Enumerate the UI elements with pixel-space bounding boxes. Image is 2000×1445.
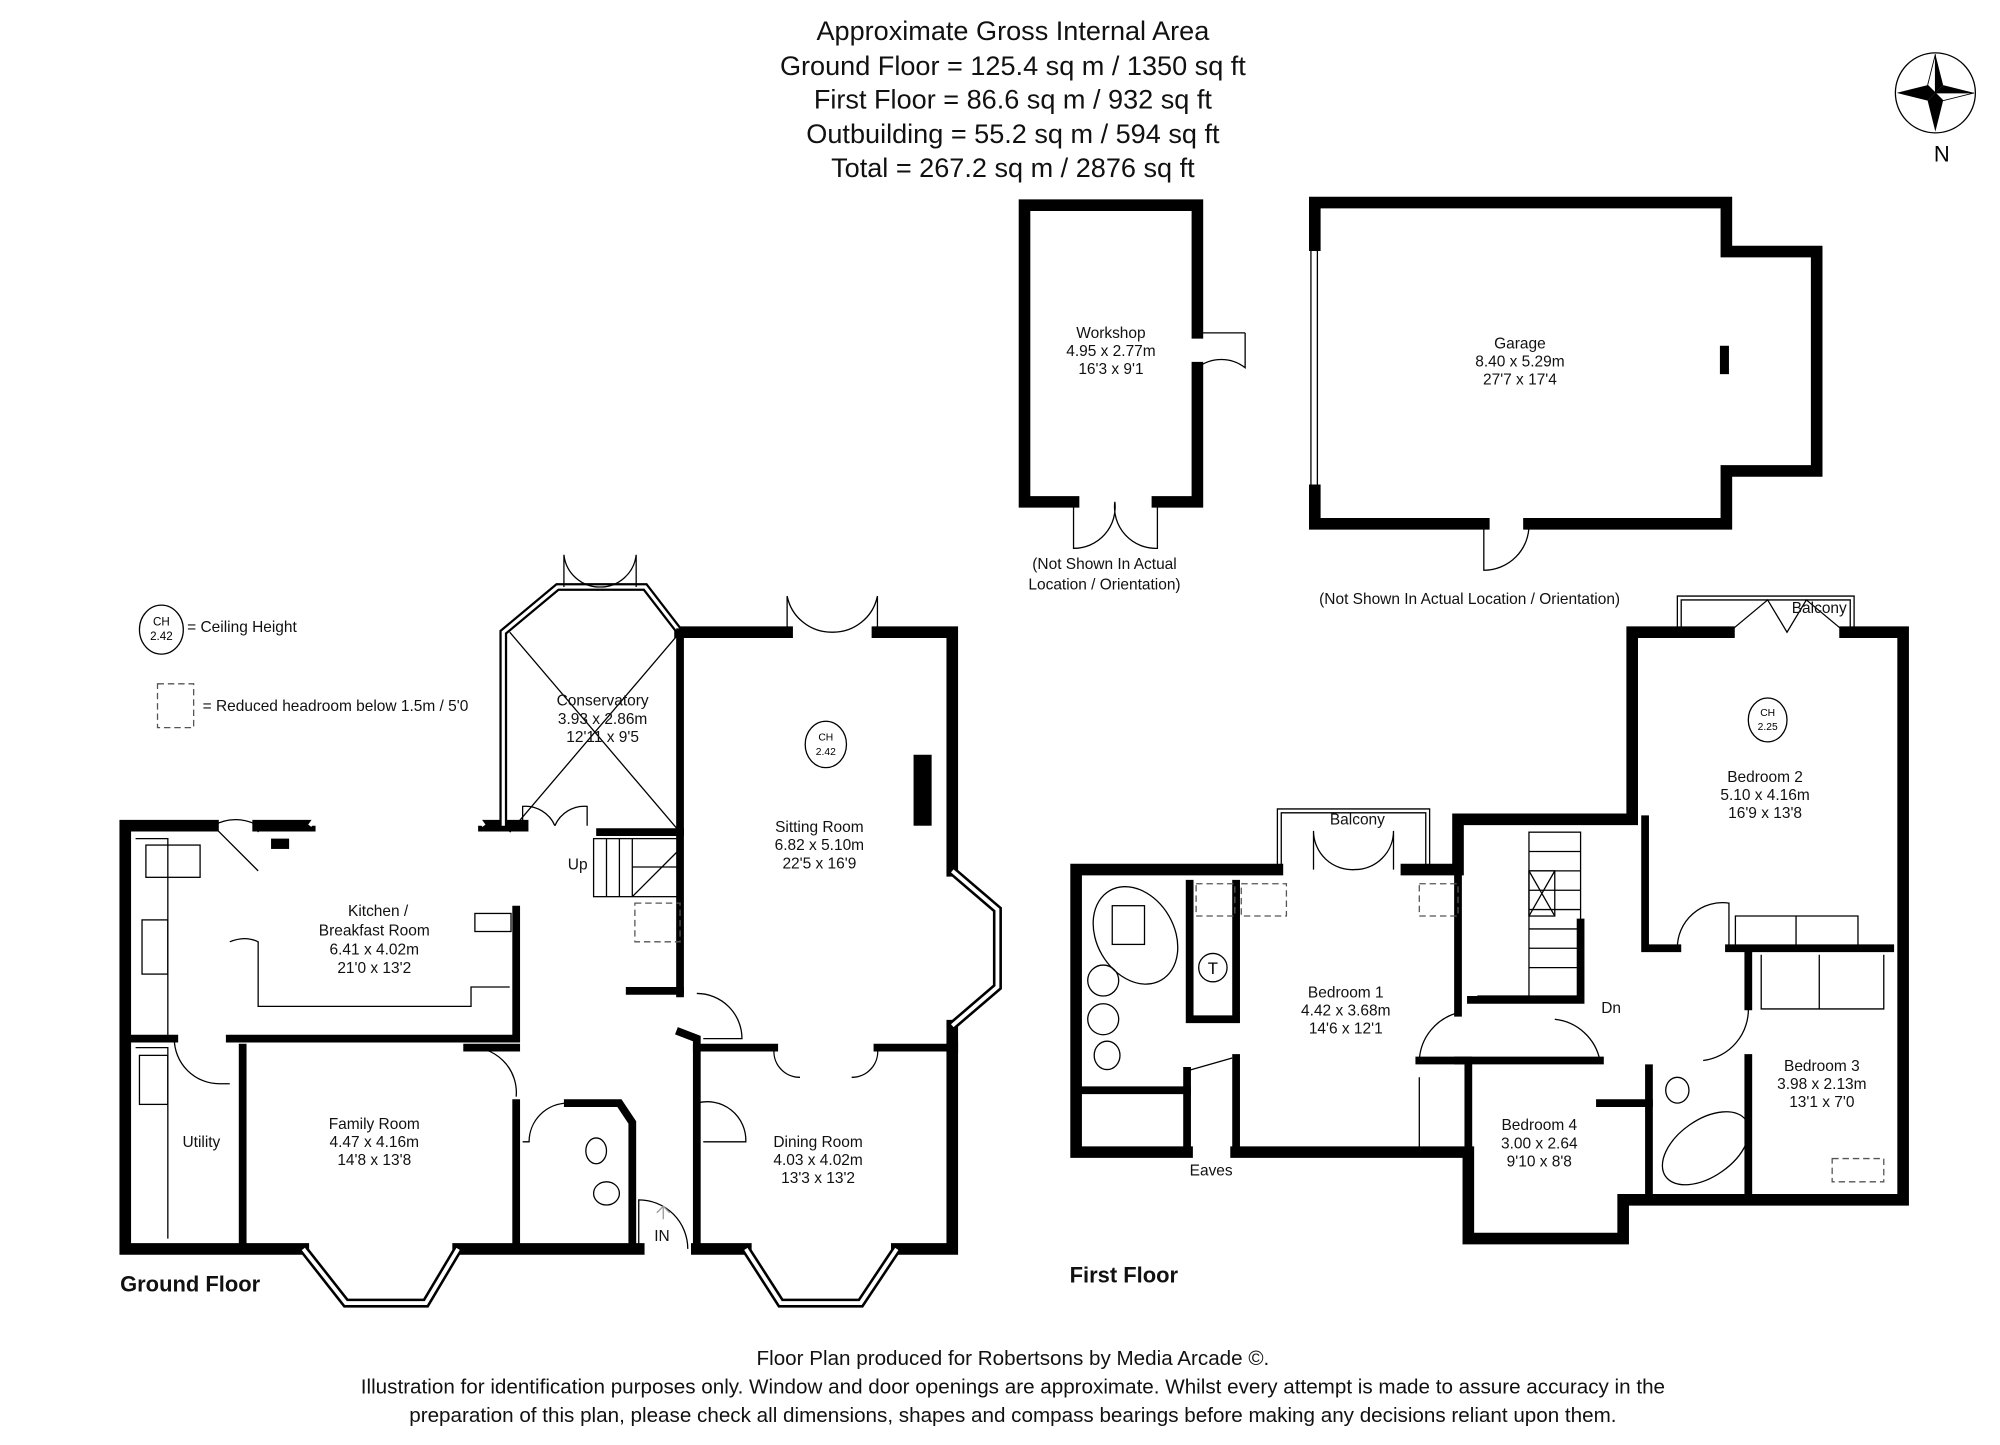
room-name-utility: Utility (182, 1134, 220, 1151)
room-name-bedroom-4: Bedroom 4 (1501, 1117, 1577, 1134)
garage-plan: Garage 8.40 x 5.29m 27'7 x 17'4 (Not Sho… (1308, 196, 1823, 608)
first-floor-stairs (1477, 831, 1582, 998)
ch-label: CH (818, 733, 833, 744)
legend-ch-value: 2.42 (150, 630, 173, 643)
room-size-imperial-conservatory: 12'11 x 9'5 (566, 729, 639, 746)
room-size-metric-bedroom-2: 5.10 x 4.16m (1720, 787, 1809, 804)
ground-stairs (592, 837, 681, 943)
area-title: Approximate Gross Internal Area (816, 15, 1210, 46)
room-size-imperial-bedroom-4: 9'10 x 8'8 (1507, 1153, 1572, 1170)
room-name-dining-room: Dining Room (773, 1134, 862, 1151)
workshop-note: (Not Shown In Actual (1032, 556, 1176, 573)
area-summary: Approximate Gross Internal Area Ground F… (780, 15, 1246, 183)
room-size-imperial-dining-room: 13'3 x 13'2 (781, 1170, 855, 1187)
ceiling-height-badge-bedroom-2 (1747, 697, 1788, 743)
ground-floor-title: Ground Floor (120, 1271, 260, 1296)
stairs-down-label: Dn (1601, 1000, 1621, 1017)
room-name-bedroom-3: Bedroom 3 (1784, 1058, 1860, 1075)
room-size-metric-bedroom-4: 3.00 x 2.64 (1501, 1135, 1578, 1152)
room-name-sitting-room: Sitting Room (775, 819, 864, 836)
ceiling-height-badge-sitting (804, 720, 848, 769)
disclaimer: Floor Plan produced for Robertsons by Me… (361, 1347, 1665, 1427)
water-tank-icon (1198, 952, 1228, 983)
room-size-metric-family-room: 4.47 x 4.16m (330, 1134, 419, 1151)
ch-value-sitting: 2.42 (816, 747, 836, 758)
legend-reduced-headroom: = Reduced headroom below 1.5m / 5'0 (203, 698, 469, 715)
room-size-imperial-workshop: 16'3 x 9'1 (1078, 361, 1143, 378)
room-name-workshop: Workshop (1076, 325, 1145, 342)
balcony-label-2: Balcony (1792, 600, 1847, 617)
room-size-imperial-sitting-room: 22'5 x 16'9 (782, 855, 856, 872)
reduced-headroom-swatch (156, 683, 195, 729)
legend-ceiling-height: = Ceiling Height (187, 619, 297, 636)
first-floor-plan: T Balcony Balcony Bedroom 1 4.42 x 3.68m… (1070, 595, 1909, 1287)
footer-disclaimer-1: Illustration for identification purposes… (361, 1375, 1665, 1398)
ground-floor-area: Ground Floor = 125.4 sq m / 1350 sq ft (780, 50, 1246, 81)
entrance-label: IN (654, 1228, 669, 1245)
room-name-kitchen: Kitchen / (348, 903, 409, 920)
room-size-imperial-kitchen: 21'0 x 13'2 (337, 960, 411, 977)
room-size-metric-kitchen: 6.41 x 4.02m (330, 942, 419, 959)
room-name-breakfast-room: Breakfast Room (319, 922, 430, 939)
footer-disclaimer-2: preparation of this plan, please check a… (409, 1404, 1616, 1427)
ch-value-bedroom-2: 2.25 (1758, 722, 1778, 733)
garage-note: (Not Shown In Actual Location / Orientat… (1319, 591, 1620, 608)
room-size-imperial-bedroom-2: 16'9 x 13'8 (1728, 805, 1802, 822)
compass-rose-icon (1894, 52, 1977, 134)
ceiling-height-badge (138, 604, 184, 655)
footer-credit: Floor Plan produced for Robertsons by Me… (757, 1347, 1270, 1370)
legend-ch-label: CH (153, 616, 170, 629)
room-name-conservatory: Conservatory (557, 693, 649, 710)
ch-label: CH (1760, 708, 1775, 719)
room-size-metric-conservatory: 3.93 x 2.86m (558, 711, 647, 728)
workshop-plan: Workshop 4.95 x 2.77m 16'3 x 9'1 (Not Sh… (1018, 199, 1246, 594)
room-size-imperial-bedroom-1: 14'6 x 12'1 (1309, 1020, 1383, 1037)
room-size-imperial-family-room: 14'8 x 13'8 (337, 1152, 411, 1169)
room-size-imperial-bedroom-3: 13'1 x 7'0 (1789, 1094, 1854, 1111)
room-size-imperial-garage: 27'7 x 17'4 (1483, 371, 1557, 388)
room-size-metric-bedroom-3: 3.98 x 2.13m (1777, 1076, 1866, 1093)
room-size-metric-sitting-room: 6.82 x 5.10m (775, 837, 864, 854)
ground-floor-plan: Conservatory 3.93 x 2.86m 12'11 x 9'5 CH… (119, 554, 1002, 1308)
eaves-label: Eaves (1190, 1162, 1233, 1179)
legend: CH 2.42 = Ceiling Height = Reduced headr… (138, 604, 469, 729)
outbuilding-area: Outbuilding = 55.2 sq m / 594 sq ft (806, 118, 1220, 149)
room-name-bedroom-2: Bedroom 2 (1727, 769, 1803, 786)
first-floor-area: First Floor = 86.6 sq m / 932 sq ft (814, 83, 1213, 114)
first-floor-title: First Floor (1070, 1262, 1179, 1287)
room-name-family-room: Family Room (329, 1116, 420, 1133)
room-size-metric-garage: 8.40 x 5.29m (1475, 353, 1564, 370)
compass-north-label: N (1934, 141, 1950, 166)
water-tank-label: T (1208, 959, 1218, 978)
total-area: Total = 267.2 sq m / 2876 sq ft (831, 152, 1195, 183)
balcony-label-1: Balcony (1330, 811, 1385, 828)
room-size-metric-workshop: 4.95 x 2.77m (1066, 343, 1155, 360)
room-size-metric-dining-room: 4.03 x 4.02m (773, 1152, 862, 1169)
stairs-up-label: Up (568, 857, 588, 874)
workshop-note-2: Location / Orientation) (1028, 577, 1180, 594)
room-size-metric-bedroom-1: 4.42 x 3.68m (1301, 1002, 1390, 1019)
room-name-bedroom-1: Bedroom 1 (1308, 984, 1384, 1001)
room-name-garage: Garage (1494, 335, 1546, 352)
